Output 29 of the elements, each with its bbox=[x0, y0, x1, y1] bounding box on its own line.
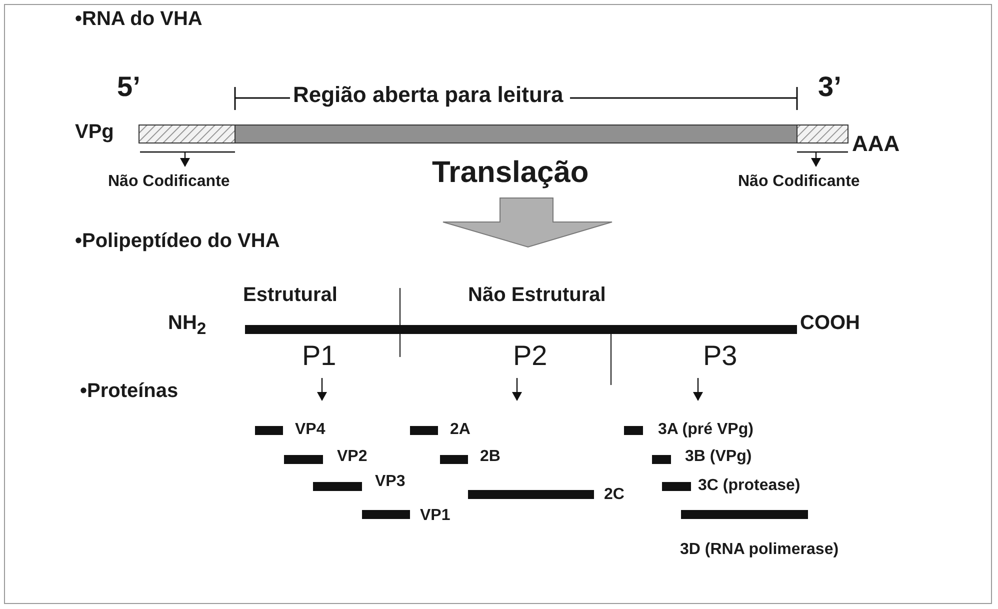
protein-label: 2A bbox=[450, 421, 470, 439]
section-heading: •Polipeptídeo do VHA bbox=[75, 230, 280, 252]
process-label: Translação bbox=[432, 156, 589, 189]
protein-label: VP1 bbox=[420, 507, 450, 525]
protein-label: 3D (RNA polimerase) bbox=[680, 541, 839, 559]
protein-label: VP4 bbox=[295, 421, 326, 439]
end-label: 3’ bbox=[818, 72, 842, 103]
terminal-label: VPg bbox=[75, 121, 114, 143]
region-label: Não Codificante bbox=[738, 173, 860, 191]
region-label: Região aberta para leitura bbox=[293, 83, 564, 108]
region-label: Estrutural bbox=[243, 284, 338, 306]
terminal-label: NH$_{2}$ bbox=[168, 312, 206, 338]
protein-label: 3C (protease) bbox=[698, 477, 800, 495]
protein-label: 3B (VPg) bbox=[685, 448, 752, 466]
section-heading: •RNA do VHA bbox=[75, 8, 202, 30]
terminal-label: AAA bbox=[852, 132, 900, 156]
terminal-label: COOH bbox=[800, 312, 860, 334]
precursor-label: P3 bbox=[703, 341, 738, 372]
protein-label: VP3 bbox=[375, 473, 406, 491]
region-label: Não Codificante bbox=[108, 173, 230, 191]
precursor-label: P2 bbox=[513, 341, 548, 372]
section-heading: •Proteínas bbox=[80, 380, 178, 402]
protein-label: 3A (pré VPg) bbox=[658, 421, 754, 439]
protein-label: VP2 bbox=[337, 448, 368, 466]
end-label: 5’ bbox=[117, 72, 140, 103]
region-label: Não Estrutural bbox=[468, 284, 606, 306]
protein-label: 2B bbox=[480, 448, 500, 466]
protein-label: 2C bbox=[604, 486, 624, 504]
precursor-label: P1 bbox=[302, 341, 336, 372]
